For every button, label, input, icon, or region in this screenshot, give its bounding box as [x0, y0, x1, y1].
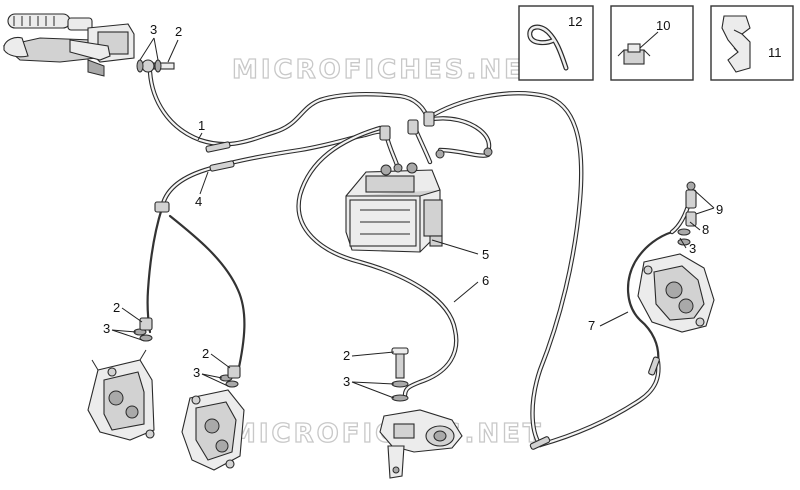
label-1: 1: [198, 118, 205, 133]
label-2-caliper-mid: 2: [202, 346, 209, 361]
label-12: 12: [568, 14, 582, 29]
callout-labels: 3 2 1 4 5 6 7 9 8 3 2 3: [103, 22, 723, 399]
label-3-master: 3: [343, 374, 350, 389]
rear-caliper: [637, 181, 715, 333]
lever-banjo-fitting: [136, 59, 175, 73]
label-3-caliper-left: 3: [103, 321, 110, 336]
label-10: 10: [656, 18, 670, 33]
label-7: 7: [588, 318, 595, 333]
inset-10-clip: 10: [610, 5, 694, 81]
label-2-master: 2: [343, 348, 350, 363]
label-2-lever: 2: [175, 24, 182, 39]
label-9: 9: [716, 202, 723, 217]
abs-hydraulic-unit: [345, 111, 493, 253]
rear-master-cylinder: [379, 347, 463, 479]
label-3-caliper-mid: 3: [193, 365, 200, 380]
label-11: 11: [768, 45, 782, 60]
label-6: 6: [482, 273, 489, 288]
label-3-lever: 3: [150, 22, 157, 37]
label-3-rear: 3: [689, 241, 696, 256]
inset-11-holder: 11: [710, 5, 794, 81]
label-5: 5: [482, 247, 489, 262]
label-8: 8: [702, 222, 709, 237]
inset-12-clip: 12: [518, 5, 594, 81]
label-2-caliper-left: 2: [113, 300, 120, 315]
front-brake-lever-master-cylinder: [2, 13, 135, 77]
watermark-top: MICROFICHES.NET: [232, 55, 546, 85]
front-left-caliper: [87, 317, 155, 441]
front-right-caliper: [181, 365, 245, 471]
label-4: 4: [195, 194, 202, 209]
